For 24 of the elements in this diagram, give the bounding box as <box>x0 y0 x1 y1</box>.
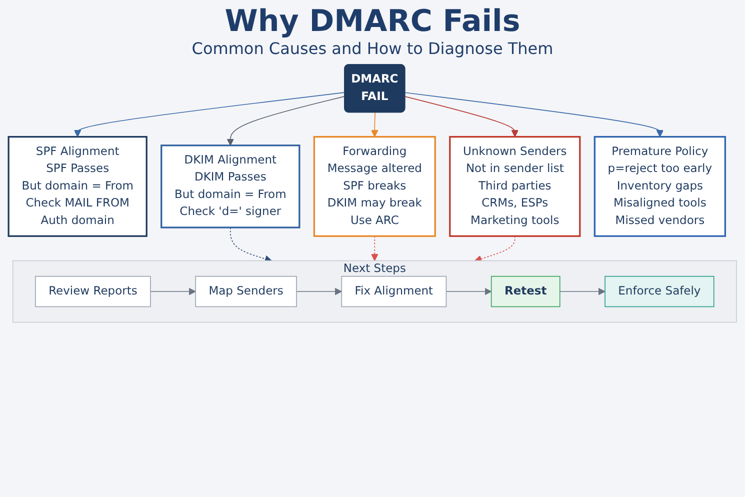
node-box: Enforce Safely <box>604 276 714 308</box>
arrow <box>150 288 196 296</box>
node-box: Map Senders <box>195 276 297 308</box>
arrow <box>74 92 346 138</box>
arrow <box>559 288 606 296</box>
arrow <box>404 96 518 138</box>
node-box: Forwarding Message altered SPF breaks DKIM may break Use ARC <box>313 136 436 237</box>
node-box: Premature Policy p=reject too early Inventory gaps Misaligned tools Missed vendors <box>594 136 726 237</box>
node-box: DKIM Alignment DKIM Passes But domain = From Check 'd=' signer <box>160 144 300 228</box>
arrow <box>446 288 492 296</box>
title: Why DMARC Fails <box>224 4 520 39</box>
arrow <box>474 236 516 262</box>
node-box: Unknown Senders Not in sender list Third parties CRMs, ESPs Marketing tools <box>449 136 581 237</box>
arrow <box>230 227 272 262</box>
node-box: Retest <box>490 276 560 308</box>
arrow <box>226 96 346 146</box>
arrow <box>404 92 664 138</box>
arrow <box>296 288 342 296</box>
arrow <box>371 236 378 262</box>
subtitle: Common Causes and How to Diagnose Them <box>192 39 554 58</box>
arrow <box>371 112 378 138</box>
node-box: SPF Alignment SPF Passes But domain = From Check MAIL FROM Auth domain <box>8 136 148 237</box>
node-box: Review Reports <box>35 276 151 308</box>
node-box: Fix Alignment <box>341 276 447 308</box>
